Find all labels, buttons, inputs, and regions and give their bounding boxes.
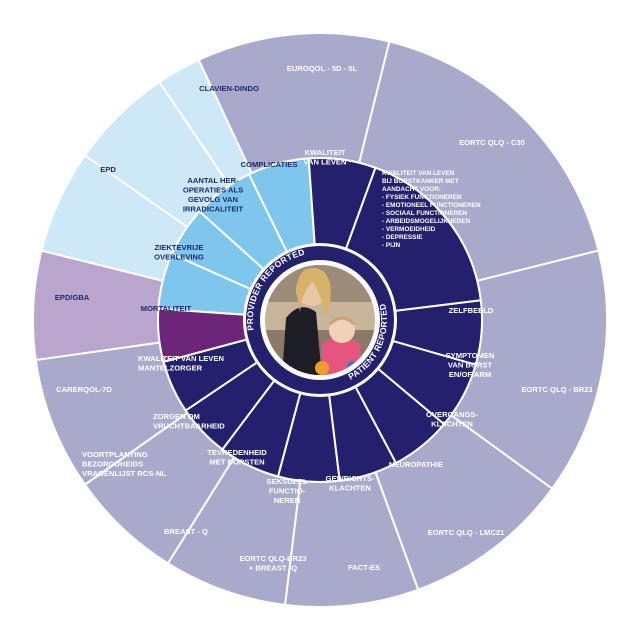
outer-label-clavien-dindo: CLAVIEN-DINDO <box>199 84 259 93</box>
center-photo-badge: PROVIDER REPORTED PATIENT REPORTED <box>243 243 397 397</box>
inner-label-line: MORTALITEIT <box>141 304 192 313</box>
inner-label-line: MET BORSTEN <box>209 458 264 467</box>
outer-label-euroqol: EUROQOL - 5D - 5L <box>287 64 358 73</box>
inner-label-complicaties: COMPLICATIES <box>241 160 298 169</box>
outer-label-line: EORTC QLQ - C30 <box>459 138 525 147</box>
inner-label-line: SYMPTOMEN <box>446 351 495 360</box>
inner-label-line: KWALITEIT <box>305 148 346 157</box>
outer-label-breast-q: BREAST - Q <box>164 527 208 536</box>
inner-label-line: NEREN <box>274 496 301 505</box>
inner-label-mortaliteit: MORTALITEIT <box>141 304 192 313</box>
outer-label-carerqol: CARERQOL-7D <box>56 385 112 394</box>
inner-label-line: - SOCIAAL FUNCTIONEREN <box>382 210 467 217</box>
outer-label-line: EORTC QLQ - BR23 <box>521 385 592 394</box>
inner-label-line: - EMOTIONEEL FUNCTIONEREN <box>382 202 481 209</box>
inner-label-line: VAN LEVEN <box>304 158 347 167</box>
outer-label-line: EPD/GBA <box>55 293 90 302</box>
inner-label-line: KWALITEIT VAN LEVEN <box>138 354 224 363</box>
outer-label-line: EORTC QLQ - LMC21 <box>428 528 506 537</box>
inner-label-gewrichtsklachten: GEWRICHTS-KLACHTEN <box>326 474 375 493</box>
outer-label-eortc-c30: EORTC QLQ - C30 <box>459 138 525 147</box>
outer-label-line: CLAVIEN-DINDO <box>199 84 259 93</box>
inner-label-line: KWALITEIT VAN LEVEN <box>382 170 455 177</box>
inner-label-line: EN/OF ARM <box>449 370 491 379</box>
outer-label-eortc-br23: EORTC QLQ - BR23 <box>521 385 592 394</box>
inner-label-line: FUNCTIO- <box>269 487 306 496</box>
inner-label-line: - FYSIEK FUNCTIONEREN <box>382 194 462 201</box>
mother-and-baby-photo-icon <box>265 265 375 375</box>
outer-label-line: BEZORGDHEIDS <box>82 460 143 469</box>
inner-label-line: NEUROPATHIE <box>389 460 443 469</box>
outer-label-line: + BREAST -Q <box>249 564 297 573</box>
outer-label-epd: EPD <box>100 165 116 174</box>
inner-label-line: - VERMOEIDHEID <box>382 226 436 233</box>
outer-label-line: EUROQOL - 5D - 5L <box>287 64 358 73</box>
inner-label-line: AANTAL HER- <box>187 176 239 185</box>
inner-label-overgangsklachten: OVERGANGS-KLACHTEN <box>426 410 478 429</box>
outer-label-line: BREAST - Q <box>164 527 208 536</box>
inner-label-line: AANDACHT VOOR: <box>382 186 441 193</box>
inner-label-line: VRUCHTBAARHEID <box>153 422 225 431</box>
inner-label-zelfbeeld: ZELFBEELD <box>449 306 494 315</box>
inner-label-line: VAN BORST <box>448 361 493 370</box>
inner-label-line: SEKSUEEL <box>267 477 308 486</box>
inner-label-line: - DEPRESSIE <box>382 234 423 241</box>
outer-label-fact-es: FACT-ES <box>348 563 380 572</box>
inner-label-line: MANTELZORGER <box>138 364 203 373</box>
outer-label-line: EPD <box>100 165 116 174</box>
inner-label-line: KLACHTEN <box>431 420 473 429</box>
inner-label-line: BIJ BORSTKANKER MET <box>382 178 459 185</box>
inner-label-line: KLACHTEN <box>329 484 371 493</box>
inner-label-line: OVERGANGS- <box>426 410 478 419</box>
inner-label-line: ZELFBEELD <box>449 306 494 315</box>
inner-label-line: ZORGEN OM <box>153 412 200 421</box>
outer-label-line: CARERQOL-7D <box>56 385 112 394</box>
outer-label-line: VRAGENLIJST RCS-NL <box>82 469 166 478</box>
outer-label-line: EORTC QLQ-BR23 <box>239 554 306 563</box>
inner-label-line: GEVOLG VAN <box>188 195 238 204</box>
inner-label-line: COMPLICATIES <box>241 160 298 169</box>
inner-label-line: OPERATIES ALS <box>183 186 243 195</box>
inner-label-line: IRRADICALITEIT <box>183 205 244 214</box>
inner-label-line: - ARBEIDSMOGELIJKHEDEN <box>382 218 471 225</box>
outer-ring <box>32 32 608 608</box>
outer-label-line: FACT-ES <box>348 563 380 572</box>
outer-label-eortc-br23-breast-q: EORTC QLQ-BR23+ BREAST -Q <box>239 554 306 573</box>
inner-label-line: TEVREDENHEID <box>207 448 267 457</box>
outer-label-line: VOORTPLANTING <box>82 450 148 459</box>
inner-label-line: ZIEKTEVRIJE <box>155 243 204 252</box>
outer-label-epd-gba: EPD/GBA <box>55 293 90 302</box>
inner-label-line: OVERLEVING <box>154 253 204 262</box>
inner-label-line: - PIJN <box>382 242 400 249</box>
inner-label-line: GEWRICHTS- <box>326 474 375 483</box>
outer-label-eortc-lmc21: EORTC QLQ - LMC21 <box>428 528 506 537</box>
inner-label-neuropathie: NEUROPATHIE <box>389 460 443 469</box>
